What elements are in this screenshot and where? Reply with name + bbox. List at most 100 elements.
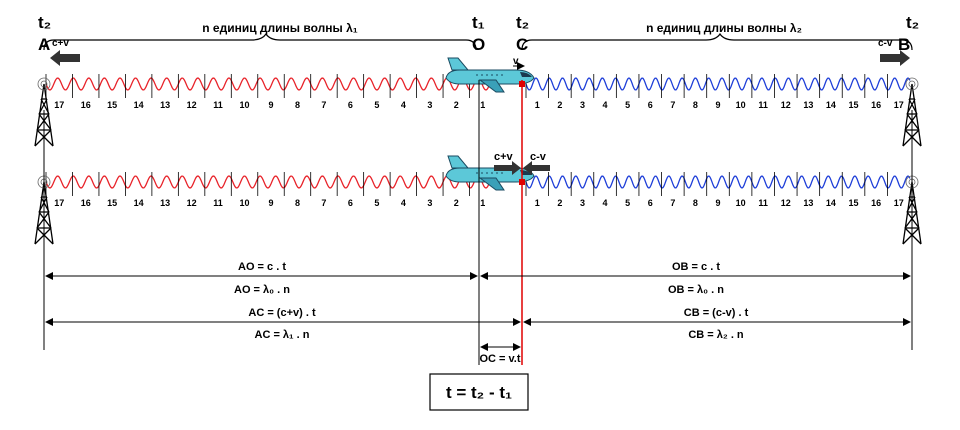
eq-ao-lambda: AO = λ₀ . n (234, 284, 290, 296)
wave-number-right: 6 (648, 198, 653, 208)
label-speed-right: c-v (878, 38, 893, 49)
wave-number-right: 2 (557, 100, 562, 110)
wave-number-right: 1 (535, 100, 540, 110)
wave-left-row1 (45, 77, 497, 91)
wave-number-right: 17 (894, 198, 904, 208)
wave-number-right: 4 (603, 100, 608, 110)
label-t2-right: t₂ (906, 13, 919, 32)
wave-number-left: 1 (480, 100, 485, 110)
wave-number-right: 2 (557, 198, 562, 208)
wave-number-left: 5 (374, 100, 379, 110)
wave-number-right: 3 (580, 198, 585, 208)
brace-right-label: n единиц длины волны λ₂ (646, 21, 802, 35)
wave-number-left: 13 (160, 100, 170, 110)
tick-group-row2 (45, 172, 888, 196)
wave-number-left: 15 (107, 100, 117, 110)
arrow-left-icon (50, 50, 80, 66)
wave-number-right: 7 (670, 198, 675, 208)
wave-number-right: 8 (693, 100, 698, 110)
wave-number-right: 8 (693, 198, 698, 208)
airplane-icon (445, 57, 535, 93)
eq-oc: OC = v.t (479, 353, 520, 365)
wave-number-left: 17 (54, 198, 64, 208)
wave-left-row2 (45, 175, 497, 189)
label-point-b: B (898, 35, 910, 54)
wave-number-left: 15 (107, 198, 117, 208)
wave-number-left: 6 (348, 100, 353, 110)
wave-number-left: 7 (321, 198, 326, 208)
wave-number-right: 9 (715, 198, 720, 208)
wave-number-right: 14 (826, 198, 836, 208)
wave-number-left: 16 (81, 198, 91, 208)
wave-number-left: 8 (295, 198, 300, 208)
marker-c-row1 (519, 81, 525, 87)
wave-number-right: 5 (625, 100, 630, 110)
label-point-a: A (38, 35, 50, 54)
wave-number-right: 16 (871, 198, 881, 208)
radio-tower-icon (34, 175, 54, 245)
wave-number-left: 12 (187, 100, 197, 110)
wave-number-left: 17 (54, 100, 64, 110)
wave-number-left: 3 (427, 100, 432, 110)
eq-ob-ct: OB = c . t (672, 261, 720, 273)
brace-right (521, 32, 913, 51)
wave-number-left: 10 (240, 198, 250, 208)
wave-number-left: 3 (427, 198, 432, 208)
wave-number-right: 15 (849, 198, 859, 208)
plane-speed-v: v (513, 56, 519, 67)
wave-number-right: 10 (736, 198, 746, 208)
wave-right-row1 (525, 77, 911, 91)
arrow-cv-minus-icon (523, 161, 550, 175)
wave-right-row2 (525, 175, 911, 189)
wave-number-right: 14 (826, 100, 836, 110)
wave-number-right: 12 (781, 100, 791, 110)
eq-ob-lambda: OB = λ₀ . n (668, 284, 724, 296)
wave-number-right: 16 (871, 100, 881, 110)
brace-left-label: n единиц длины волны λ₁ (202, 21, 357, 35)
label-cv-minus: c-v (530, 151, 547, 163)
wave-number-left: 7 (321, 100, 326, 110)
wave-number-right: 15 (849, 100, 859, 110)
wave-number-right: 13 (803, 198, 813, 208)
eq-ac-lambda: AC = λ₁ . n (255, 329, 310, 341)
wave-number-right: 11 (758, 100, 768, 110)
wave-number-left: 2 (454, 198, 459, 208)
label-cv-plus: c+v (494, 151, 514, 163)
eq-cb-lambda: CB = λ₂ . n (688, 329, 744, 341)
eq-ac-ct: AC = (c+v) . t (248, 307, 316, 319)
wave-number-left: 9 (268, 100, 273, 110)
label-t2-left: t₂ (38, 13, 51, 32)
wave-number-left: 11 (213, 198, 223, 208)
wave-number-left: 14 (134, 100, 144, 110)
wave-number-left: 1 (480, 198, 485, 208)
wave-number-left: 11 (213, 100, 223, 110)
arrow-cv-plus-icon (494, 161, 521, 175)
wave-number-left: 4 (401, 198, 406, 208)
radio-tower-icon (902, 77, 922, 147)
wave-number-left: 13 (160, 198, 170, 208)
brace-left (43, 32, 477, 51)
wave-number-left: 8 (295, 100, 300, 110)
tower-group (34, 77, 922, 245)
wave-number-right: 10 (736, 100, 746, 110)
label-speed-left: c+v (52, 38, 69, 49)
wave-number-left: 6 (348, 198, 353, 208)
wave-number-left: 9 (268, 198, 273, 208)
label-t1-center: t₁ (472, 13, 485, 32)
wave-number-right: 17 (894, 100, 904, 110)
wave-number-right: 11 (758, 198, 768, 208)
wave-number-right: 4 (603, 198, 608, 208)
wave-number-right: 13 (803, 100, 813, 110)
wave-number-left: 14 (134, 198, 144, 208)
label-point-c: C (516, 35, 528, 54)
wave-number-right: 3 (580, 100, 585, 110)
marker-c-row2 (519, 179, 525, 185)
eq-ao-ct: AO = c . t (238, 261, 286, 273)
wave-number-left: 16 (81, 100, 91, 110)
eq-cb-ct: CB = (c-v) . t (684, 307, 749, 319)
